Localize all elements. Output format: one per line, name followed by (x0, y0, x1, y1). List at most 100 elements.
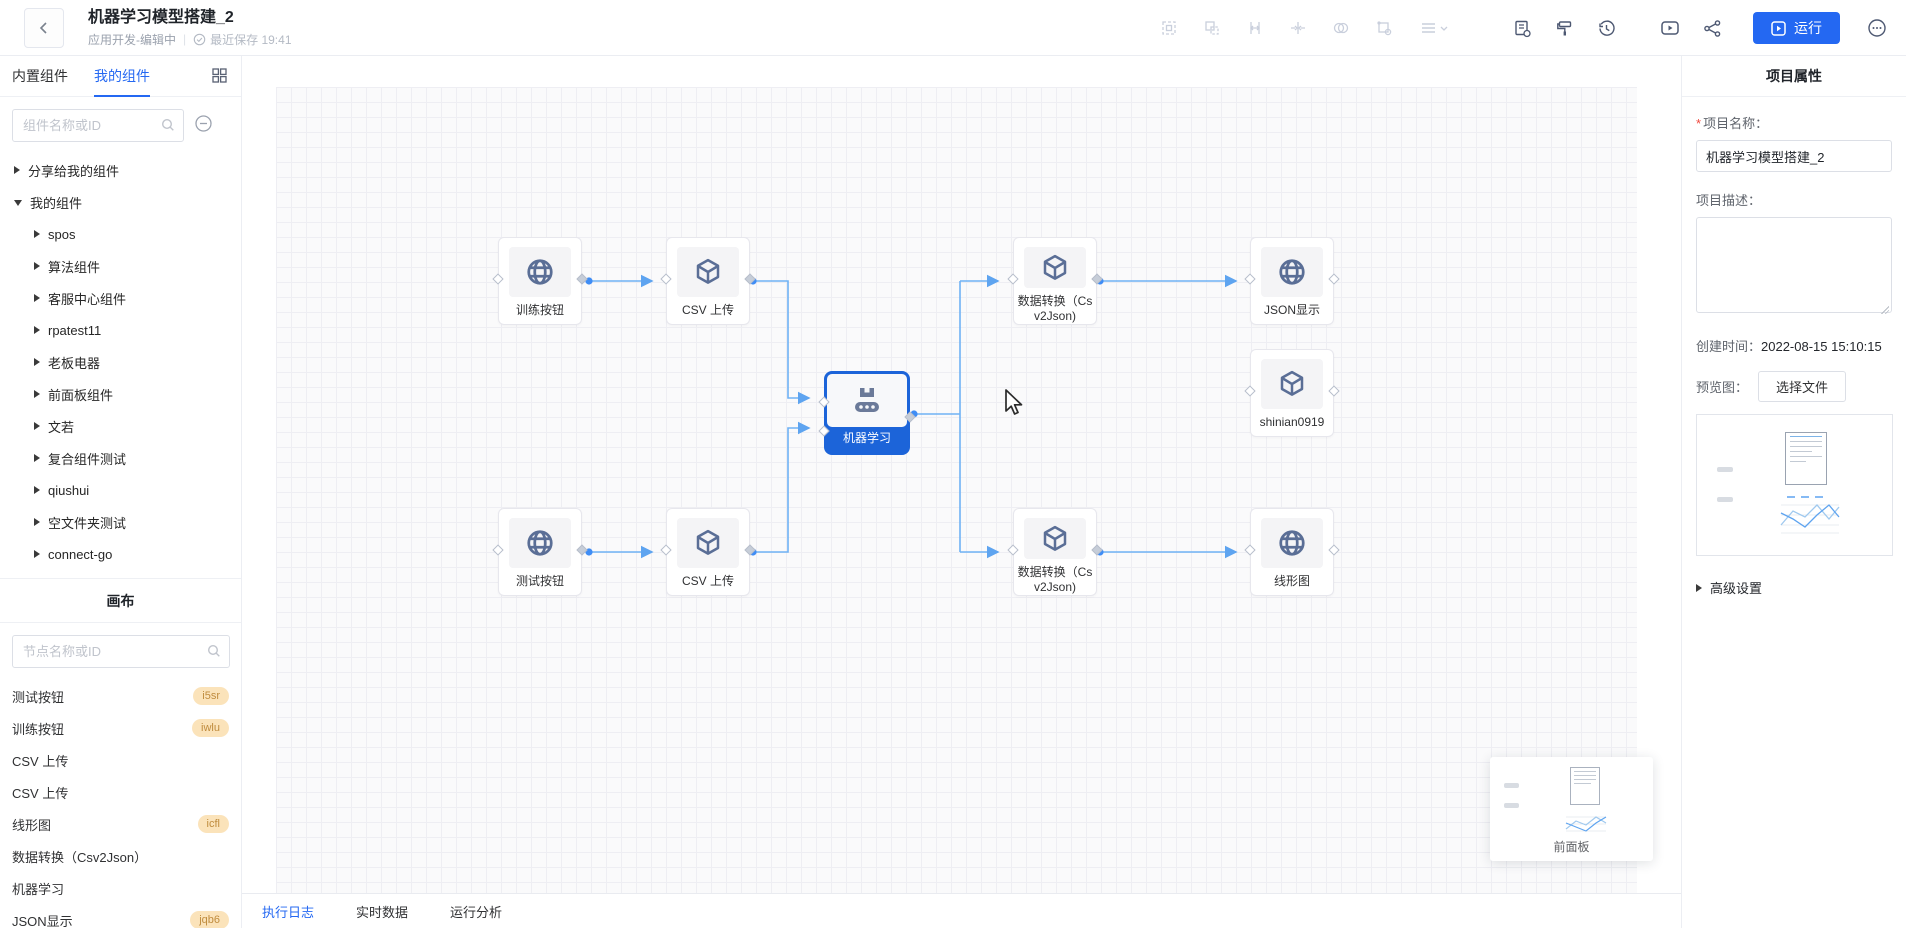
flow-node-test-button[interactable]: 测试按钮 (492, 508, 588, 596)
tree-item-rpatest11[interactable]: rpatest11 (0, 314, 241, 346)
project-desc-label: 项目描述： (1696, 193, 1762, 208)
group-select-button[interactable] (1152, 11, 1186, 45)
tab-builtin-components[interactable]: 内置组件 (12, 67, 68, 84)
flow-node-line-chart[interactable]: 线形图 (1244, 508, 1340, 596)
tree-item-qiushui[interactable]: qiushui (0, 474, 241, 506)
flow-node-csv-upload-top[interactable]: CSV 上传 (660, 237, 756, 325)
cube-icon (696, 529, 720, 555)
node-list-item-csv-upload-1[interactable]: CSV 上传 (0, 744, 241, 776)
node-label: CSV 上传 (681, 574, 734, 588)
form-config-button[interactable] (1505, 11, 1539, 45)
sidebar-tabs: 内置组件 我的组件 (0, 56, 241, 97)
node-id-badge: iwlu (192, 719, 229, 737)
ungroup-button[interactable] (1195, 11, 1229, 45)
group-objects-button[interactable] (1367, 11, 1401, 45)
globe-icon (527, 259, 553, 285)
align-horizontal-button[interactable] (1238, 11, 1272, 45)
align-menu-button[interactable] (1410, 11, 1458, 45)
flow-node-shinian0919[interactable]: shinian0919 (1244, 349, 1340, 437)
intersect-button[interactable] (1324, 11, 1358, 45)
node-label: 数据转换（Csv2Json) (1017, 294, 1093, 323)
tree-item-laoban[interactable]: 老板电器 (0, 346, 241, 378)
flow-node-machine-learning[interactable]: 机器学习 (818, 371, 916, 455)
format-paint-button[interactable] (1547, 11, 1581, 45)
flow-node-csv-upload-bottom[interactable]: CSV 上传 (660, 508, 756, 596)
history-button[interactable] (1589, 11, 1623, 45)
demo-video-button[interactable] (1653, 11, 1687, 45)
flow-node-json-display[interactable]: JSON显示 (1244, 237, 1340, 325)
tab-run-analysis[interactable]: 运行分析 (450, 904, 503, 920)
node-list-item-train-button[interactable]: 训练按钮 iwlu (0, 712, 241, 744)
mouse-cursor-icon (1005, 389, 1023, 415)
more-options-icon (1868, 19, 1886, 37)
app-status-text: 应用开发-编辑中 (88, 32, 176, 47)
caret-right-icon (34, 518, 40, 526)
tree-item-label: 分享给我的组件 (28, 163, 120, 179)
tab-realtime-data[interactable]: 实时数据 (356, 904, 409, 920)
intersect-icon (1333, 22, 1349, 34)
globe-icon (1279, 259, 1305, 285)
node-list-item-csv-upload-2[interactable]: CSV 上传 (0, 776, 241, 808)
distribute-horizontal-button[interactable] (1281, 11, 1315, 45)
circle-minus-icon (195, 114, 212, 132)
flow-node-csv2json-top[interactable]: 数据转换（Csv2Json) (1007, 237, 1103, 325)
tree-item-front-panel[interactable]: 前面板组件 (0, 378, 241, 410)
back-button[interactable] (24, 7, 64, 48)
tree-item-composite-test[interactable]: 复合组件测试 (0, 442, 241, 474)
tree-item-shared[interactable]: 分享给我的组件 (0, 154, 241, 186)
tree-item-algorithm[interactable]: 算法组件 (0, 250, 241, 282)
preview-button-shape (1717, 467, 1733, 472)
tree-item-empty-folder-test[interactable]: 空文件夹测试 (0, 506, 241, 538)
node-list-item-csv2json[interactable]: 数据转换（Csv2Json） (0, 840, 241, 872)
layout-toolbar (1152, 0, 1458, 56)
cube-icon (696, 258, 720, 284)
tree-item-connect-go[interactable]: connect-go (0, 538, 241, 570)
flow-node-train-button[interactable]: 训练按钮 (492, 237, 588, 325)
page-title: 机器学习模型搭建_2 (88, 8, 234, 26)
collapse-all-button[interactable] (194, 114, 213, 138)
tab-execution-log[interactable]: 执行日志 (262, 904, 315, 920)
align-menu-icon (1422, 23, 1448, 33)
project-desc-textarea[interactable] (1696, 217, 1892, 313)
machine-icon (855, 387, 879, 412)
node-icon-box (677, 518, 739, 568)
choose-file-button[interactable]: 选择文件 (1758, 371, 1847, 402)
node-icon-box (1261, 518, 1323, 568)
tree-item-wenruo[interactable]: 文若 (0, 410, 241, 442)
resize-handle-icon[interactable] (1881, 306, 1889, 314)
saved-status-text: 最近保存 19:41 (210, 32, 292, 47)
preview-thumbnail (1696, 414, 1893, 556)
tree-item-label: 前面板组件 (48, 387, 114, 403)
caret-right-icon (1696, 583, 1702, 592)
front-panel-minimap[interactable]: 前面板 (1490, 757, 1653, 861)
flow-node-csv2json-bottom[interactable]: 数据转换（Csv2Json) (1007, 508, 1103, 596)
node-list-item-machine-learning[interactable]: 机器学习 (0, 872, 241, 904)
format-paint-icon (1556, 20, 1571, 35)
caret-right-icon (34, 262, 40, 270)
flow-canvas[interactable]: 训练按钮 CSV 上传 机器学习 数据转换（Csv2Json) (242, 56, 1681, 928)
node-icon-box (1261, 247, 1323, 297)
tab-my-components[interactable]: 我的组件 (94, 56, 150, 97)
node-list-label: CSV 上传 (12, 753, 69, 769)
tree-item-service-center[interactable]: 客服中心组件 (0, 282, 241, 314)
share-button[interactable] (1695, 11, 1729, 45)
node-label: 机器学习 (842, 431, 891, 445)
tree-item-my-components[interactable]: 我的组件 (0, 186, 241, 218)
node-search-input[interactable] (12, 635, 230, 668)
preview-json-panel-shape (1785, 432, 1827, 485)
component-grid-view-button[interactable] (212, 68, 227, 88)
node-id-badge: jqb6 (190, 911, 229, 928)
group-objects-icon (1377, 21, 1392, 36)
tree-item-spos[interactable]: spos (0, 218, 241, 250)
advanced-settings-toggle[interactable]: 高级设置 (1696, 578, 1892, 597)
run-button[interactable]: 运行 (1753, 12, 1840, 44)
minimap-chart-shape (1565, 816, 1607, 832)
project-name-input[interactable] (1696, 140, 1892, 172)
more-options-button[interactable] (1860, 11, 1894, 45)
component-search-input[interactable] (12, 109, 184, 142)
node-list-label: 训练按钮 (12, 721, 65, 737)
